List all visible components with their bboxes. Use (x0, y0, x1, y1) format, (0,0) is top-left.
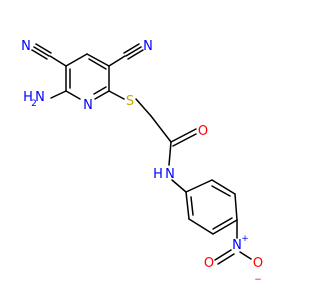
bond (170, 128, 197, 143)
bond (212, 217, 233, 230)
bond (50, 90, 67, 99)
bond (190, 196, 194, 216)
bond (217, 253, 235, 265)
bond (31, 49, 48, 60)
bond (94, 90, 110, 100)
bond (65, 90, 81, 100)
bond (214, 249, 232, 261)
bond (108, 55, 126, 67)
bond (127, 49, 144, 60)
bond (123, 43, 140, 54)
bonds (31, 43, 252, 265)
atom-h-amide: H (153, 167, 163, 182)
atom-labels: N N H N 2 N S O H N N + O − O (21, 39, 263, 285)
atom-n-amino: N (35, 90, 45, 105)
bond (234, 193, 238, 221)
atom-n-amide: N (165, 167, 175, 182)
atom-n-ring: N (83, 98, 93, 113)
atom-o-nitro-single: O (253, 256, 263, 271)
molecule-structure: N N H N 2 N S O H N N + O − O (21, 39, 263, 285)
bond (135, 98, 152, 117)
bond (185, 191, 190, 220)
bond (125, 46, 142, 57)
bond (212, 219, 238, 235)
bond (88, 58, 107, 70)
bond (35, 43, 52, 54)
atom-n-nitro: N (232, 238, 242, 253)
bond (33, 46, 50, 57)
bond (172, 133, 197, 147)
bond (171, 179, 187, 193)
atom-o-carbonyl: O (198, 124, 208, 139)
atom-n-nitro-charge: + (241, 234, 249, 244)
bond (49, 55, 67, 67)
bond (239, 251, 252, 260)
bond (168, 141, 172, 166)
atom-h-amino: H (23, 90, 33, 105)
bond (185, 179, 213, 193)
bond (188, 218, 214, 235)
bond (211, 185, 231, 197)
atom-s: S (126, 94, 134, 109)
atom-n-right: N (143, 39, 153, 54)
bond (86, 53, 110, 67)
atom-o-nitro-double: O (204, 256, 214, 271)
atom-n-left: N (21, 39, 31, 54)
bond (65, 53, 88, 67)
bond (108, 90, 125, 100)
atom-o-nitro-charge: − (254, 275, 262, 285)
bond (150, 115, 172, 143)
bond (211, 179, 236, 195)
bond (93, 86, 107, 95)
atom-amino-sub: 2 (31, 99, 37, 109)
